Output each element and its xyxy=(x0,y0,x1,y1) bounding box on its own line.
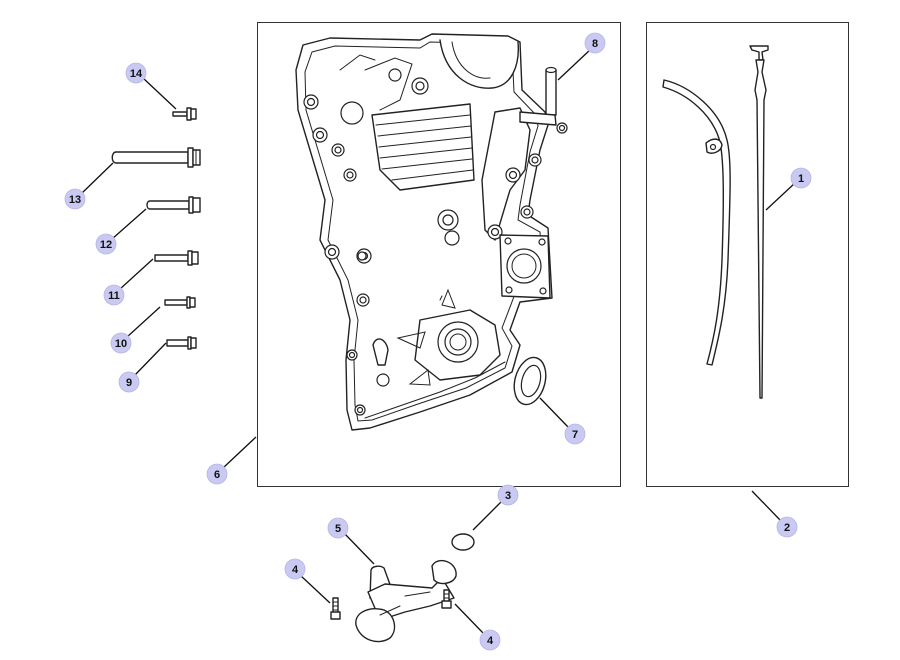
callout-5-label: 5 xyxy=(335,523,341,535)
callout-9-label: 9 xyxy=(126,377,132,389)
callout-6[interactable]: 6 xyxy=(206,463,228,485)
callout-7-label: 7 xyxy=(572,429,578,441)
callout-3-label: 3 xyxy=(505,490,511,502)
part-1-dipstick xyxy=(749,45,769,399)
callout-3[interactable]: 3 xyxy=(497,484,519,506)
callout-11[interactable]: 11 xyxy=(103,284,125,306)
part-2-dipstick-tube xyxy=(662,79,731,366)
timing-cover-frame xyxy=(257,22,621,487)
callout-12-label: 12 xyxy=(100,239,112,251)
callout-2-label: 2 xyxy=(784,522,790,534)
callout-1[interactable]: 1 xyxy=(790,167,812,189)
callout-4a[interactable]: 4 xyxy=(284,558,306,580)
callout-1-label: 1 xyxy=(798,173,804,185)
part-4-bolt-right xyxy=(441,589,452,609)
callout-10[interactable]: 10 xyxy=(110,332,132,354)
leader-lines xyxy=(80,48,796,635)
part-12-bolt xyxy=(146,196,201,214)
part-5-oil-pickup xyxy=(355,559,457,643)
part-14-bolt xyxy=(172,107,197,121)
timing-cover xyxy=(295,33,568,431)
callout-11-label: 11 xyxy=(108,290,120,302)
callout-4b[interactable]: 4 xyxy=(479,629,501,651)
part-11-bolt xyxy=(154,250,199,266)
part-8-dowel xyxy=(519,66,557,126)
callout-14-label: 14 xyxy=(130,68,143,80)
callout-12[interactable]: 12 xyxy=(95,233,117,255)
part-13-bolt xyxy=(111,147,201,168)
callout-13[interactable]: 13 xyxy=(64,188,86,210)
callout-14[interactable]: 14 xyxy=(125,62,147,84)
callout-13-label: 13 xyxy=(69,194,81,206)
dipstick-frame xyxy=(646,22,849,487)
callout-8-label: 8 xyxy=(592,38,598,50)
part-10-bolt xyxy=(164,296,196,309)
part-7-crank-seal xyxy=(513,356,547,406)
callout-10-label: 10 xyxy=(115,338,127,350)
part-4-bolt-left xyxy=(330,597,341,620)
callout-6-label: 6 xyxy=(214,469,220,481)
callout-9[interactable]: 9 xyxy=(118,371,140,393)
callout-4a-label: 4 xyxy=(292,564,299,576)
callout-7[interactable]: 7 xyxy=(564,423,586,445)
callout-2[interactable]: 2 xyxy=(776,516,798,538)
part-3-plug xyxy=(451,533,475,551)
callout-5[interactable]: 5 xyxy=(327,517,349,539)
callout-4b-label: 4 xyxy=(487,635,494,647)
callout-8[interactable]: 8 xyxy=(584,32,606,54)
part-9-bolt xyxy=(166,336,197,350)
